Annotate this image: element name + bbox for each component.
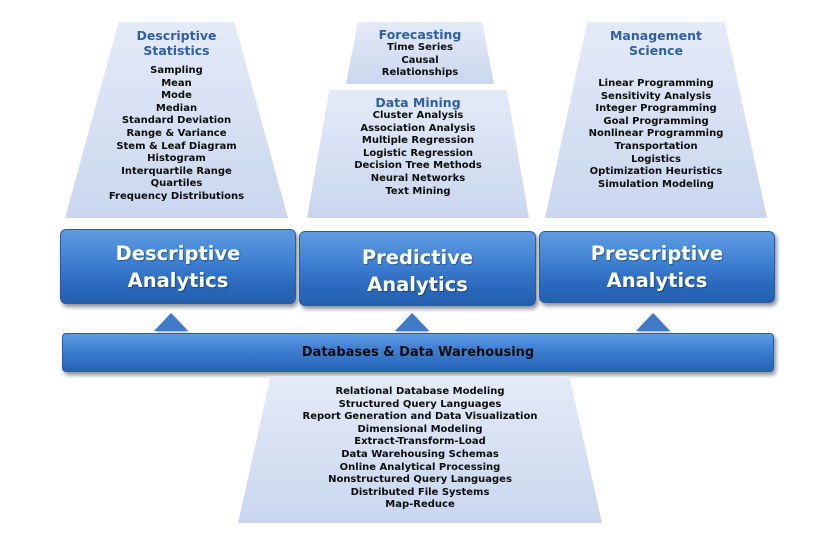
databases-data-warehousing-title: Databases & Data Warehousing [301,345,535,360]
forecasting-box: Forecasting Time Series Causal Relations… [346,22,494,84]
data-mining-title: Data Mining [375,95,461,110]
data-warehousing-box: Relational Database Modeling Structured … [238,376,602,523]
prescriptive-analytics-label: Prescriptive Analytics [591,240,724,294]
list-item: Range & Variance [126,127,227,139]
list-item: Linear Programming [598,78,714,89]
predictive-analytics-line-2: Analytics [367,272,468,296]
list-item: Nonstructured Query Languages [328,474,512,486]
list-item: Neural Networks [370,172,466,184]
list-item: Goal Programming [603,115,709,127]
list-item: Nonlinear Programming [588,128,724,140]
list-item: Relational Database Modeling [335,386,505,397]
list-item: Stem & Leaf Diagram [116,140,237,152]
list-item: Decision Tree Methods [354,160,482,172]
list-item: Time Series [386,42,453,53]
descriptive-analytics-line-2: Analytics [127,268,229,292]
descriptive-statistics-list: Sampling Mean Mode Median Standard Devia… [65,65,288,204]
list-item: Causal [401,54,439,66]
predictive-analytics-label: Predictive Analytics [362,244,473,298]
list-item: Dimensional Modeling [357,423,483,435]
forecasting-title: Forecasting [378,27,462,42]
prescriptive-analytics-block: Prescriptive Analytics [539,231,775,303]
predictive-analytics-line-1: Predictive [361,245,474,269]
data-mining-list: Cluster Analysis Association Analysis Mu… [307,110,529,198]
list-item: Integer Programming [595,103,717,115]
prescriptive-analytics-line-1: Prescriptive [590,242,724,265]
list-item: Text Mining [385,185,451,197]
list-item: Logistics [631,153,681,165]
list-item: Data Warehousing Schemas [341,448,499,460]
list-item: Simulation Modeling [598,178,714,190]
management-science-title: Management Science [609,28,702,58]
list-item: Mode [161,90,192,102]
management-science-list: Linear Programming Sensitivity Analysis … [545,78,767,191]
list-item: Online Analytical Processing [339,461,501,473]
list-item: Mean [161,77,192,89]
list-item: Extract-Transform-Load [354,436,486,448]
list-item: Distributed File Systems [350,486,490,498]
prescriptive-connector-triangle [636,313,670,331]
list-item: Multiple Regression [361,135,475,147]
data-mining-box: Data Mining Cluster Analysis Association… [307,90,529,218]
list-item: Logistic Regression [362,147,474,159]
predictive-connector-triangle [395,313,429,331]
descriptive-analytics-block: Descriptive Analytics [60,229,296,304]
list-item: Standard Deviation [121,115,232,127]
data-warehousing-list: Relational Database Modeling Structured … [238,386,602,512]
descriptive-analytics-label: Descriptive Analytics [116,240,241,294]
list-item: Map-Reduce [385,499,455,511]
forecasting-list: Time Series Causal Relationships [346,42,494,80]
descriptive-statistics-box: Descriptive Statistics Sampling Mean Mod… [65,22,288,218]
descriptive-analytics-line-1: Descriptive [115,241,241,265]
databases-data-warehousing-bar: Databases & Data Warehousing [62,333,774,372]
list-item: Cluster Analysis [372,110,464,121]
list-item: Sampling [150,65,203,76]
management-science-box: Management Science Linear Programming Se… [545,22,767,218]
list-item: Histogram [147,153,206,165]
list-item: Structured Query Languages [338,398,502,410]
descriptive-connector-triangle [154,313,188,331]
list-item: Optimization Heuristics [589,166,723,178]
list-item: Quartiles [150,178,203,190]
list-item: Transportation [614,140,698,152]
list-item: Report Generation and Data Visualization [302,411,538,423]
list-item: Interquartile Range [121,165,232,177]
predictive-analytics-block: Predictive Analytics [299,231,536,306]
list-item: Median [155,102,198,114]
list-item: Frequency Distributions [108,190,245,202]
list-item: Association Analysis [360,122,476,134]
list-item: Sensitivity Analysis [600,90,712,102]
prescriptive-analytics-line-2: Analytics [606,269,708,292]
descriptive-statistics-title: Descriptive Statistics [136,28,217,58]
list-item: Relationships [381,67,459,79]
